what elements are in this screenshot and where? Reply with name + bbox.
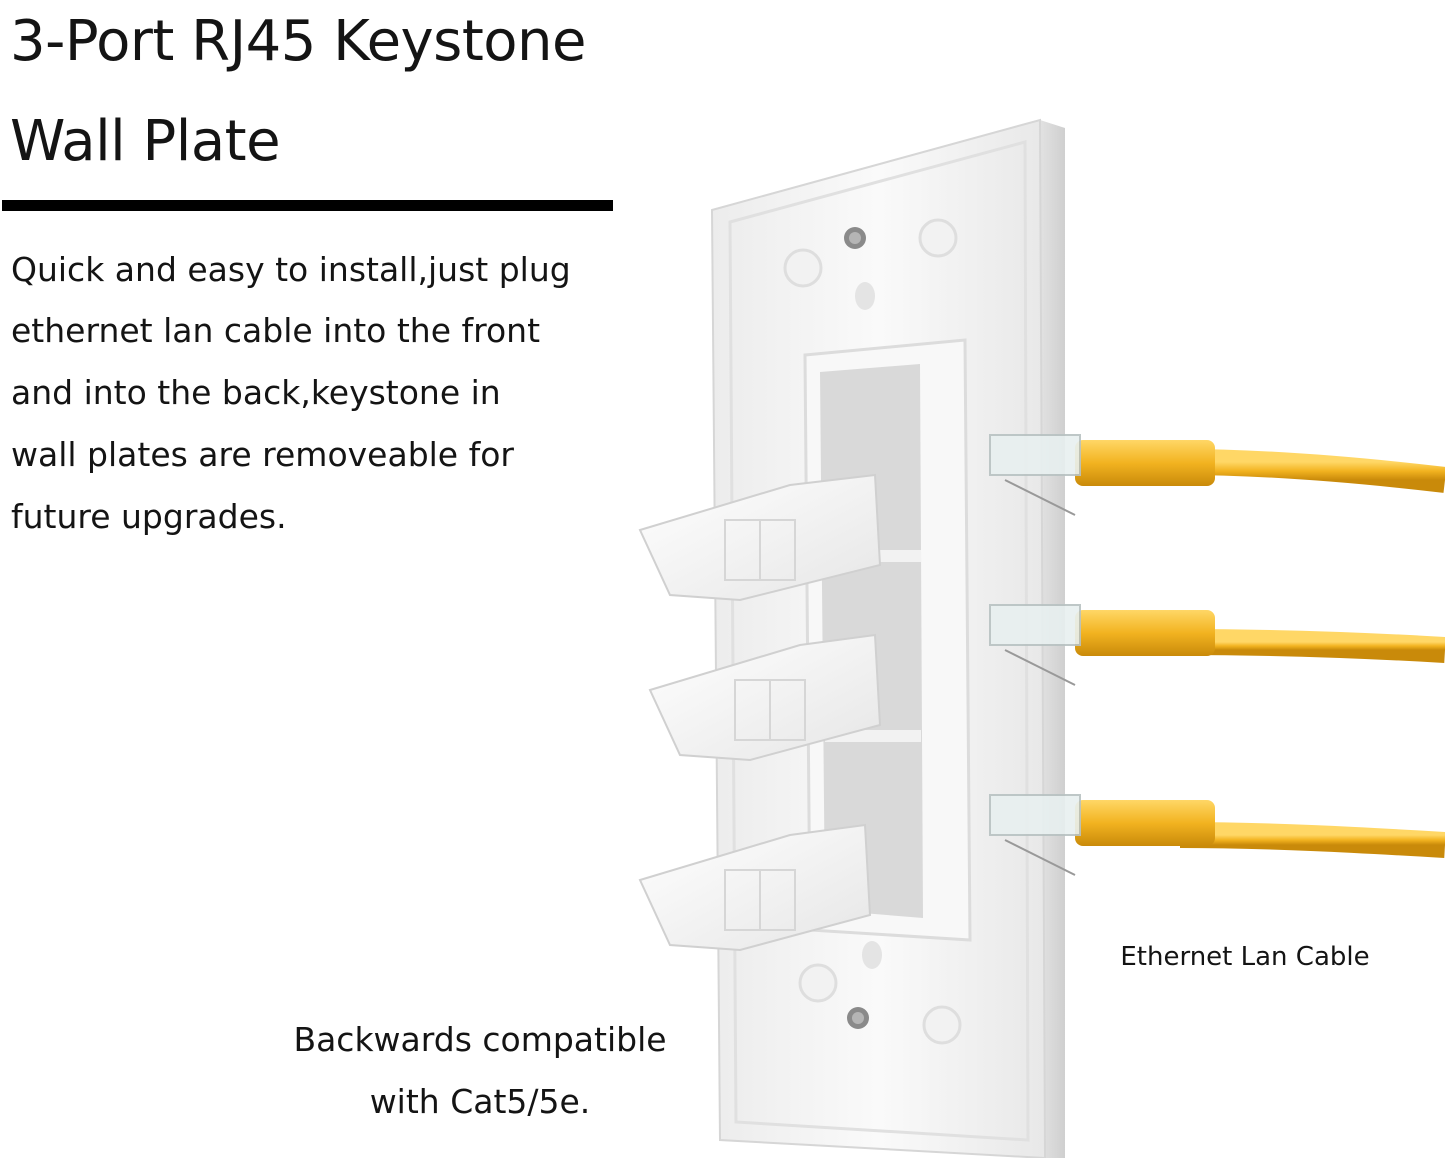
description: Quick and easy to install,just plug ethe… <box>11 240 611 548</box>
description-line: and into the back,keystone in <box>11 373 501 412</box>
keystone-jack-icon <box>638 473 882 952</box>
compatibility-line-2: with Cat5/5e. <box>369 1082 591 1121</box>
description-line: wall plates are removeable for <box>11 435 514 474</box>
compatibility-caption: Backwards compatible with Cat5/5e. <box>270 1009 690 1133</box>
screw-icon <box>844 227 869 1029</box>
title-line-1: 3-Port RJ45 Keystone <box>10 9 587 74</box>
title-divider <box>2 200 613 211</box>
title-line-2: Wall Plate <box>10 109 281 174</box>
description-line: future upgrades. <box>11 497 287 536</box>
product-illustration <box>638 118 1445 1158</box>
description-line: Quick and easy to install,just plug <box>11 250 571 289</box>
ethernet-cable-icon <box>989 434 1445 876</box>
page-title: 3-Port RJ45 Keystone Wall Plate <box>10 0 587 192</box>
compatibility-line-1: Backwards compatible <box>293 1020 667 1059</box>
description-line: ethernet lan cable into the front <box>11 311 541 350</box>
cable-caption: Ethernet Lan Cable <box>1120 942 1370 972</box>
